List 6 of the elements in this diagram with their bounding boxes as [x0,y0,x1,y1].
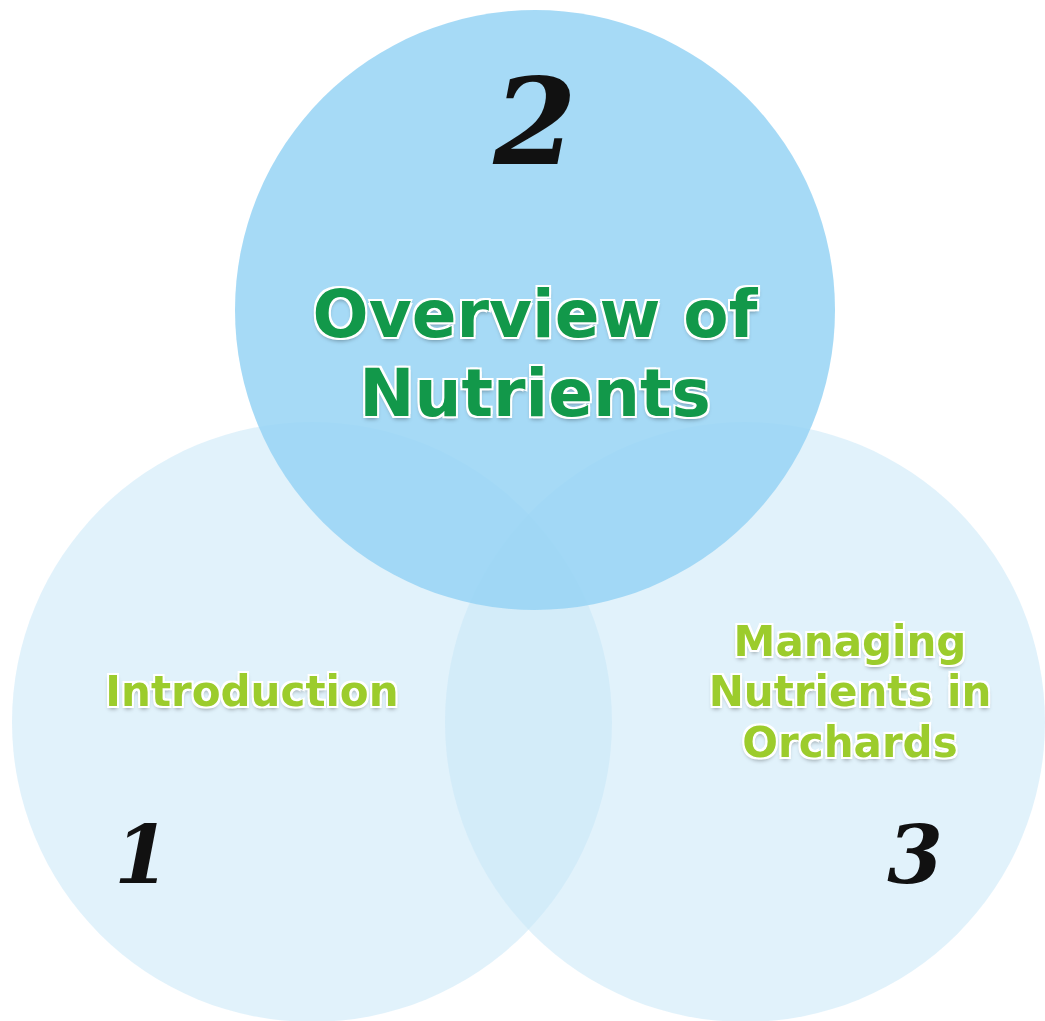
section-number: 1 [113,807,171,903]
section-title: Overview of Nutrients [311,275,759,434]
section-number: 2 [491,50,578,194]
section-number: 3 [886,807,944,903]
section-title: Introduction [104,667,400,718]
section-title: Managing Nutrients in Orchards [707,617,993,769]
